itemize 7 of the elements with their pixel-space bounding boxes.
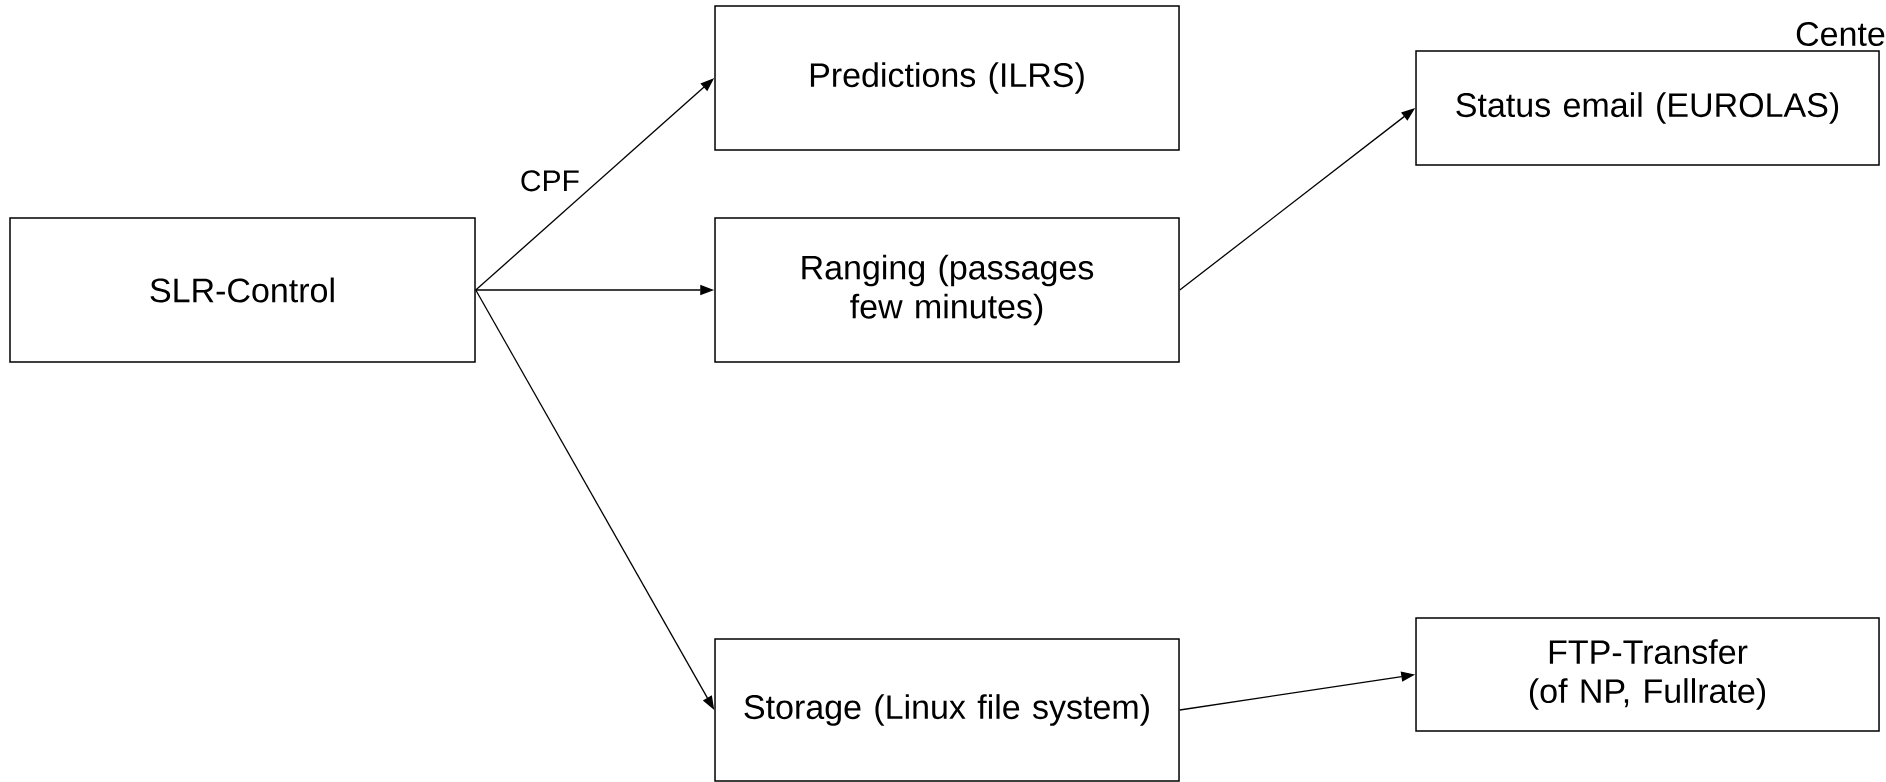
process-box: SLR-Control — [9, 217, 476, 363]
process-box: Ranging (passages few minutes) — [714, 217, 1180, 363]
process-box: Storage (Linux file system) — [714, 638, 1180, 782]
process-box: FTP-Transfer (of NP, Fullrate) — [1415, 617, 1880, 732]
process-box: Status email (EUROLAS) — [1415, 50, 1880, 166]
process-box: Predictions (ILRS) — [714, 5, 1180, 151]
edge-label: CPF — [521, 170, 579, 192]
